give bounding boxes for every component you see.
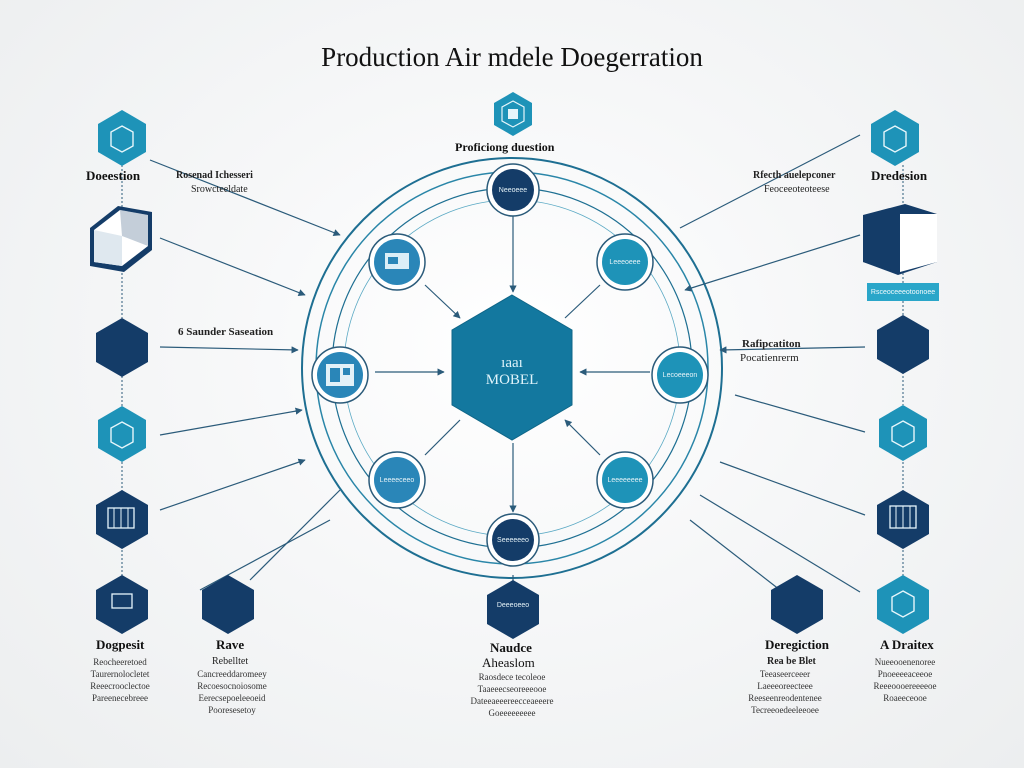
right-column	[771, 110, 939, 634]
connector-lines	[149, 134, 866, 593]
para-line: Teeaseerceeer	[759, 669, 811, 679]
bottom-center-paragraph: Raosdece tecoleoe Taaeeecseoreeeooe Date…	[437, 671, 587, 719]
right-hex-3[interactable]	[879, 405, 927, 461]
para-line: Dateeaeeereecceaeeere	[470, 696, 554, 706]
right-bottom-name: A Draitex	[880, 637, 934, 652]
right-hex-5[interactable]	[877, 575, 929, 634]
para-line: Pooresesetoy	[208, 705, 256, 715]
bottom-center-sub: Aheaslom	[482, 655, 535, 670]
para-line: Cancreeddaromeey	[197, 669, 267, 679]
left-hex-1[interactable]	[98, 110, 146, 166]
ring-node-top-right[interactable]	[596, 233, 654, 291]
ring-node-top-left[interactable]	[368, 233, 426, 291]
left-top-desc-1: Rosenad Ichesseri	[176, 170, 253, 181]
left-column	[90, 110, 254, 634]
right-top-desc-2: Feoceeoteoteese	[764, 184, 830, 195]
para-line: Goeeeeeeeee	[488, 708, 536, 718]
para-line: Reeecrooclectoe	[90, 681, 150, 691]
left-hex-3[interactable]	[98, 406, 146, 462]
right-mid-paragraph: Teeaseerceeer Laeeeoreecteee Reeseenreod…	[730, 668, 840, 716]
para-line: Taaeeecseoreeeooe	[477, 684, 547, 694]
bottom-center-hex[interactable]	[487, 580, 539, 639]
para-line: Roaeeceooe	[883, 693, 927, 703]
left-hex-2[interactable]	[96, 318, 148, 377]
right-mid-label-2: Pocatienrerm	[740, 352, 799, 364]
para-line: Pnoeeeeaceeoe	[877, 669, 933, 679]
right-top-name: Dredesion	[871, 168, 928, 183]
left-hex-6[interactable]	[202, 575, 254, 634]
left-bottom-mid-sub: Rebelltet	[212, 656, 249, 667]
node-caption-right: Lecoeeeon	[662, 372, 698, 379]
right-mid-label-1: Rafipcatiton	[742, 338, 801, 350]
top-center-hex-icon[interactable]	[494, 92, 532, 136]
para-line: Reeeoooereeeeoe	[873, 681, 937, 691]
left-bottom-name: Dogpesit	[96, 637, 145, 652]
right-bottom-mid-sub: Rea be Blet	[767, 656, 816, 667]
para-line: Taurernolocletet	[90, 669, 150, 679]
para-line: Reocheeretoed	[93, 657, 147, 667]
bottom-center-name: Naudce	[490, 640, 532, 655]
para-line: Eerecsepoeleeoeid	[198, 693, 266, 703]
para-line: Reeseenreodentenee	[748, 693, 822, 703]
ring-node-right[interactable]	[651, 346, 709, 404]
right-cube[interactable]	[863, 204, 939, 301]
right-bottom-paragraph: Nueeooenenoree Pnoeeeeaceeoe Reeeoooeree…	[850, 656, 960, 704]
right-hex-2[interactable]	[877, 315, 929, 374]
ring-node-top[interactable]	[486, 163, 540, 217]
node-caption-bottom: Seeeeeeo	[497, 537, 529, 544]
ring-node-bottom-right[interactable]	[596, 451, 654, 509]
left-mid-label: 6 Saunder Saseation	[178, 326, 274, 338]
para-line: Tecreeoedeeleeoee	[751, 705, 819, 715]
node-caption-bottom-left: Leeeeceeo	[379, 477, 415, 484]
right-hex-1[interactable]	[871, 110, 919, 166]
ring-top-label: Proficiong duestion	[455, 140, 555, 154]
para-line: Recoesocnoiosome	[197, 681, 267, 691]
node-caption-top-right: Leeeoeee	[609, 259, 641, 266]
ring-node-left[interactable]	[311, 346, 369, 404]
left-hex-5[interactable]	[96, 575, 148, 634]
node-caption-bottom-center-hex: Deeeoeeo	[496, 602, 530, 609]
right-bottom-mid-name: Deregiction	[765, 637, 830, 652]
center-label-line1: ıaaı	[501, 355, 523, 371]
right-box-caption: Rsceoceeeotoonoee	[870, 289, 936, 296]
ring-node-bottom[interactable]	[486, 513, 540, 567]
left-top-desc-2: Srowcteeldate	[191, 184, 248, 195]
ring-nodes	[311, 163, 709, 567]
node-caption-top: Neeoeee	[498, 187, 528, 194]
para-line: Raosdece tecoleoe	[478, 672, 546, 682]
page-title: Production Air mdele Doegerration	[321, 42, 703, 72]
left-top-name: Doeestion	[86, 168, 141, 183]
center-model-label: ıaaı MOBEL	[452, 355, 572, 389]
inner-spokes	[375, 214, 650, 513]
center-model-hexagon[interactable]	[451, 294, 573, 441]
node-caption-bottom-right: Leeeeeeee	[607, 477, 643, 484]
right-top-desc-1: Rfecth auelepconer	[753, 170, 836, 181]
right-hex-4[interactable]	[877, 490, 929, 549]
left-mid-paragraph: Cancreeddaromeey Recoesocnoiosome Eerecs…	[172, 668, 292, 716]
left-bottom-paragraph: Reocheeretoed Taurernolocletet Reeecrooc…	[70, 656, 170, 704]
center-label-line2: MOBEL	[485, 372, 539, 388]
left-hex-4[interactable]	[96, 490, 148, 549]
ring-node-bottom-left[interactable]	[368, 451, 426, 509]
right-hex-6[interactable]	[771, 575, 823, 634]
para-line: Laeeeoreecteee	[757, 681, 813, 691]
left-cube[interactable]	[90, 206, 152, 272]
para-line: Pareenecebreee	[92, 693, 148, 703]
para-line: Nueeooenenoree	[874, 657, 936, 667]
left-bottom-mid-name: Rave	[216, 637, 245, 652]
